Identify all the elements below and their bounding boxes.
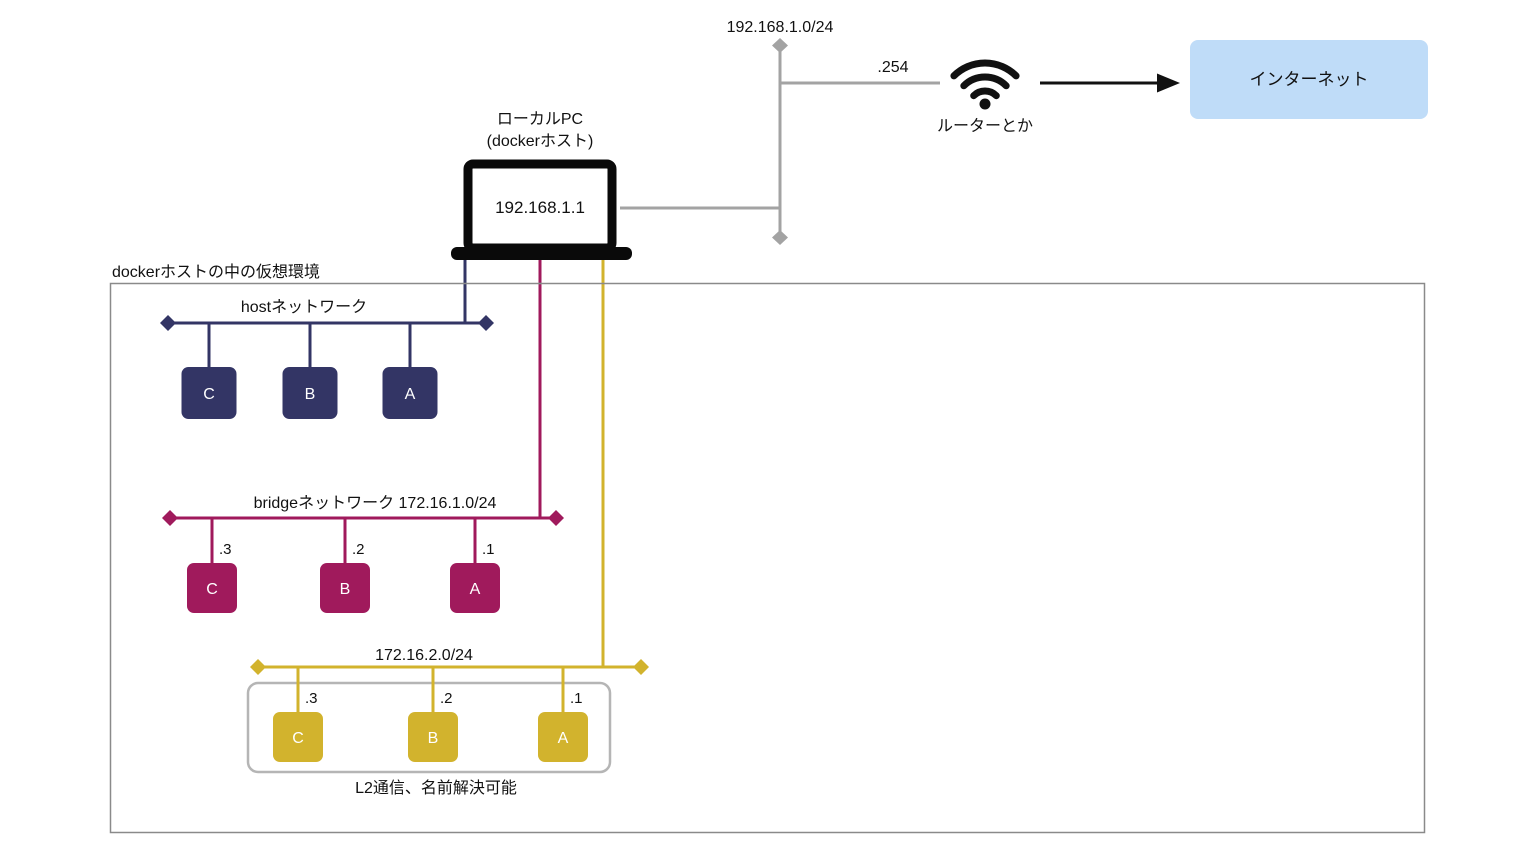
bridge-network-diamond-left [162,510,178,526]
router-label: ルーターとか [937,117,1033,135]
custom-container-c: C [273,712,323,762]
custom-container-a: A [538,712,588,762]
host-container-c: C [181,367,237,419]
custom-network-diamond-right [633,659,649,675]
container-box [273,712,323,762]
bridge-container-a: A [450,563,500,613]
bridge-network-label: bridgeネットワーク 172.16.1.0/24 [254,494,497,512]
host-pc-title-line1: ローカルPC [497,111,583,128]
wifi-arc-outer [950,59,1020,80]
bridge-container-c: C [187,563,237,613]
internet-box [1190,40,1428,119]
host-network-diamond-right [478,315,494,331]
host-container-b: B [282,367,338,419]
l2-group-border [246,681,612,774]
host-network-diamond-left [160,315,176,331]
external-lan-label: 192.168.1.0/24 [727,19,834,36]
container-label: C [203,386,215,403]
host-network-label: hostネットワーク [241,298,367,316]
wifi-arc-inner [970,87,1000,100]
container-label: B [340,581,351,598]
internet-label: インターネット [1250,70,1369,89]
container-box [320,563,370,613]
internet-arrow [1040,73,1180,93]
container-label: C [206,581,218,598]
l2-note-label: L2通信、名前解決可能 [355,779,517,797]
router-port-label: .254 [877,59,908,76]
container-box [450,563,500,613]
container-label: A [470,581,481,598]
custom-container-b: B [408,712,458,762]
internet-node: インターネット [1190,40,1428,119]
host-pc-title-line2: (dockerホスト) [487,133,594,150]
wifi-arc-middle [960,73,1010,90]
lan-diamond-bottom [772,230,788,245]
bridge-container-b: B [320,563,370,613]
virtual-env-label: dockerホストの中の仮想環境 [112,262,320,281]
wifi-icon [950,59,1020,100]
container-label: C [292,730,304,747]
external-lan-bus: 192.168.1.0/24 .254 [620,19,940,245]
bridge-ip-b: .2 [352,541,365,558]
custom-ip-b: .2 [440,690,453,707]
container-label: B [428,730,439,747]
custom-network: 172.16.2.0/24 .3 .2 .1 C B A L2通信、名前解決可能 [246,647,649,797]
custom-ip-a: .1 [570,690,583,707]
docker-host-laptop: ローカルPC (dockerホスト) 192.168.1.1 [451,111,632,260]
container-box [282,367,338,419]
host-network: hostネットワーク C B A [160,298,494,419]
container-box [382,367,438,419]
bridge-ip-a: .1 [482,541,495,558]
container-label: A [405,386,416,403]
laptop-base [451,247,632,260]
virtual-env-border [109,282,1426,834]
container-box [538,712,588,762]
host-pc-ip: 192.168.1.1 [495,198,585,217]
container-box [408,712,458,762]
custom-network-diamond-left [250,659,266,675]
container-label: A [558,730,569,747]
custom-network-label: 172.16.2.0/24 [375,647,473,664]
wifi-dot [979,98,991,110]
arrow-head [1157,73,1180,93]
container-box [181,367,237,419]
virtual-env: dockerホストの中の仮想環境 [109,262,1426,834]
custom-ip-c: .3 [305,690,318,707]
bridge-network: bridgeネットワーク 172.16.1.0/24 .3 .2 .1 C B … [162,494,564,613]
bridge-ip-c: .3 [219,541,232,558]
container-box [187,563,237,613]
router: ルーターとか [937,59,1033,135]
container-label: B [305,386,316,403]
host-container-a: A [382,367,438,419]
bridge-network-diamond-right [548,510,564,526]
